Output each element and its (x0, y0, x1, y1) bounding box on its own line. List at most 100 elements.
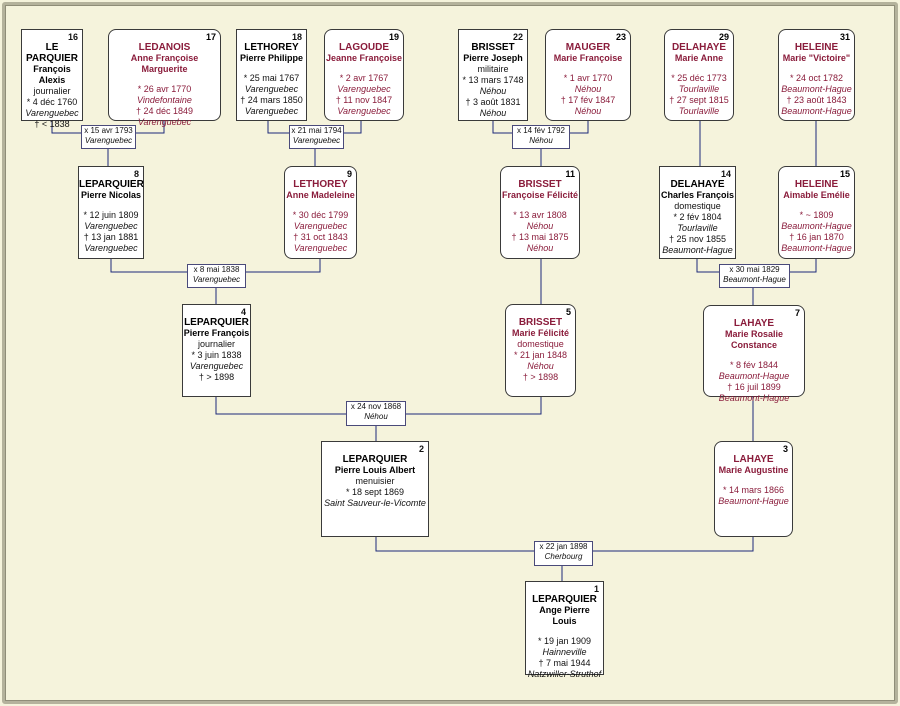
person-4[interactable]: 4 LEPARQUIER Pierre François journalier … (182, 304, 251, 397)
person-8[interactable]: 8 LEPARQUIER Pierre Nicolas * 12 juin 18… (78, 166, 144, 259)
person-15[interactable]: 15 HELEINE Aimable Emélie * ~ 1809 Beaum… (778, 166, 855, 259)
person-22[interactable]: 22 BRISSET Pierre Joseph militaire * 13 … (458, 29, 528, 121)
death-date: † > 1898 (522, 372, 559, 382)
sosa-number: 2 (418, 444, 424, 454)
sosa-number: 1 (593, 584, 599, 594)
death-date: † 27 sept 1815 (669, 95, 729, 105)
birth-place: Néhou (527, 361, 554, 371)
birth-date: * 30 déc 1799 (292, 210, 349, 220)
person-14[interactable]: 14 DELAHAYE Charles François domestique … (659, 166, 736, 259)
person-7[interactable]: 7 LAHAYE Marie Rosalie Constance * 8 fév… (703, 305, 805, 403)
sosa-number: 31 (839, 32, 850, 42)
person-9[interactable]: 9 LETHOREY Anne Madeleine * 30 déc 1799 … (284, 166, 357, 259)
birth-date: * 25 déc 1773 (671, 73, 727, 83)
surname: LEPARQUIER (184, 317, 249, 328)
surname: LAHAYE (733, 454, 774, 465)
birth-date: * 21 jan 1848 (513, 350, 568, 360)
death-place: Néhou (526, 243, 554, 253)
person-3[interactable]: 3 LAHAYE Marie Augustine * 14 mars 1866 … (714, 441, 793, 537)
surname: LAHAYE (733, 318, 775, 329)
birth-date: * 4 déc 1760 (26, 97, 78, 107)
surname: LE PARQUIER (25, 42, 79, 64)
given-names: Françoise Félicité (501, 190, 579, 200)
death-place: Néhou (479, 108, 507, 118)
marriage-place: Cherbourg (544, 552, 583, 561)
occupation: journalier (33, 86, 71, 96)
birth-date: * 24 oct 1782 (789, 73, 844, 83)
sosa-number: 5 (565, 307, 571, 317)
marriage-m2: x 24 nov 1868 Néhou (346, 401, 406, 426)
person-18[interactable]: 18 LETHOREY Pierre Philippe * 25 mai 176… (236, 29, 307, 121)
person-11[interactable]: 11 BRISSET Françoise Félicité * 13 avr 1… (500, 166, 580, 259)
surname: HELEINE (794, 42, 839, 53)
birth-place: Néhou (574, 84, 602, 94)
birth-place: Beaumont-Hague (718, 371, 790, 381)
person-23[interactable]: 23 MAUGER Marie Françoise * 1 avr 1770 N… (545, 29, 631, 121)
birth-date: * 1 avr 1770 (563, 73, 613, 83)
birth-date: * ~ 1809 (799, 210, 834, 220)
person-19[interactable]: 19 LAGOUDE Jeanne Françoise * 2 avr 1767… (324, 29, 404, 121)
marriage-m7: x 30 mai 1829 Beaumont-Hague (719, 264, 790, 288)
surname: BRISSET (518, 317, 563, 328)
birth-date: * 14 mars 1866 (722, 485, 785, 495)
death-place: Néhou (574, 106, 602, 116)
given-names: Marie Rosalie Constance (724, 329, 784, 350)
marriage-place: Varenguebec (292, 136, 341, 145)
person-5[interactable]: 5 BRISSET Marie Félicité domestique * 21… (505, 304, 576, 397)
death-date: † 25 nov 1855 (668, 234, 727, 244)
given-names: Pierre Joseph (463, 53, 523, 63)
sosa-number: 29 (718, 32, 729, 42)
death-date: † < 1838 (34, 119, 70, 129)
surname: LEPARQUIER (342, 454, 408, 465)
birth-place: Saint Sauveur-le-Vicomte (324, 498, 426, 508)
marriage-place: Néhou (364, 412, 388, 421)
occupation: domestique (674, 201, 721, 211)
sosa-number: 9 (346, 169, 352, 179)
given-names: Anne Madeleine (286, 190, 355, 200)
marriage-m11: x 14 fév 1792 Néhou (512, 125, 570, 149)
birth-place: Beaumont-Hague (781, 221, 852, 231)
given-names: Marie Françoise (553, 53, 623, 63)
given-names: Pierre Nicolas (80, 190, 142, 200)
birth-date: * 2 avr 1767 (339, 73, 389, 83)
birth-place: Varenguebec (337, 84, 391, 94)
birth-place: Hainneville (542, 647, 587, 657)
sosa-number: 3 (782, 444, 788, 454)
sosa-number: 4 (240, 307, 246, 317)
sosa-number: 23 (615, 32, 626, 42)
birth-place: Néhou (479, 86, 507, 96)
birth-place: Tourlaville (678, 84, 720, 94)
given-names: Pierre Louis Albert (334, 465, 416, 475)
person-29[interactable]: 29 DELAHAYE Marie Anne * 25 déc 1773 Tou… (664, 29, 734, 121)
birth-place: Varenguebec (84, 221, 138, 231)
surname: LETHOREY (293, 179, 348, 190)
marriage-date: x 22 jan 1898 (539, 542, 588, 551)
given-names: Marie Anne (674, 53, 724, 63)
birth-date: * 12 juin 1809 (83, 210, 139, 220)
given-names: François Alexis (33, 64, 71, 85)
death-place: Varenguebec (244, 106, 299, 116)
person-1[interactable]: 1 LEPARQUIER Ange Pierre Louis * 19 jan … (525, 581, 604, 679)
death-place: Varenguebec (337, 106, 391, 116)
marriage-m4: x 8 mai 1838 Varenguebec (187, 264, 246, 288)
marriage-place: Néhou (529, 136, 553, 145)
birth-date: * 8 fév 1844 (729, 360, 779, 370)
death-place: Varenguebec (293, 243, 348, 253)
sosa-number: 7 (794, 308, 800, 318)
given-names: Marie "Victoire" (782, 53, 851, 63)
given-names: Aimable Emélie (783, 190, 850, 200)
given-names: Charles François (660, 190, 735, 200)
death-date: † 7 mai 1944 (538, 658, 591, 668)
sosa-number: 15 (839, 169, 850, 179)
person-2[interactable]: 2 LEPARQUIER Pierre Louis Albert menuisi… (321, 441, 429, 537)
birth-date: * 3 juin 1838 (191, 350, 242, 360)
person-31[interactable]: 31 HELEINE Marie "Victoire" * 24 oct 178… (778, 29, 855, 121)
person-17[interactable]: 17 LEDANOIS Anne Françoise Marguerite * … (108, 29, 221, 127)
sosa-number: 22 (512, 32, 523, 42)
person-16[interactable]: 16 LE PARQUIER François Alexis journalie… (21, 29, 83, 129)
death-date: † 31 oct 1843 (293, 232, 348, 242)
birth-place: Varenguebec (189, 361, 244, 371)
birth-date: * 13 mars 1748 (462, 75, 524, 85)
death-date: † > 1898 (198, 372, 235, 382)
marriage-m9: x 21 mai 1794 Varenguebec (289, 125, 344, 149)
